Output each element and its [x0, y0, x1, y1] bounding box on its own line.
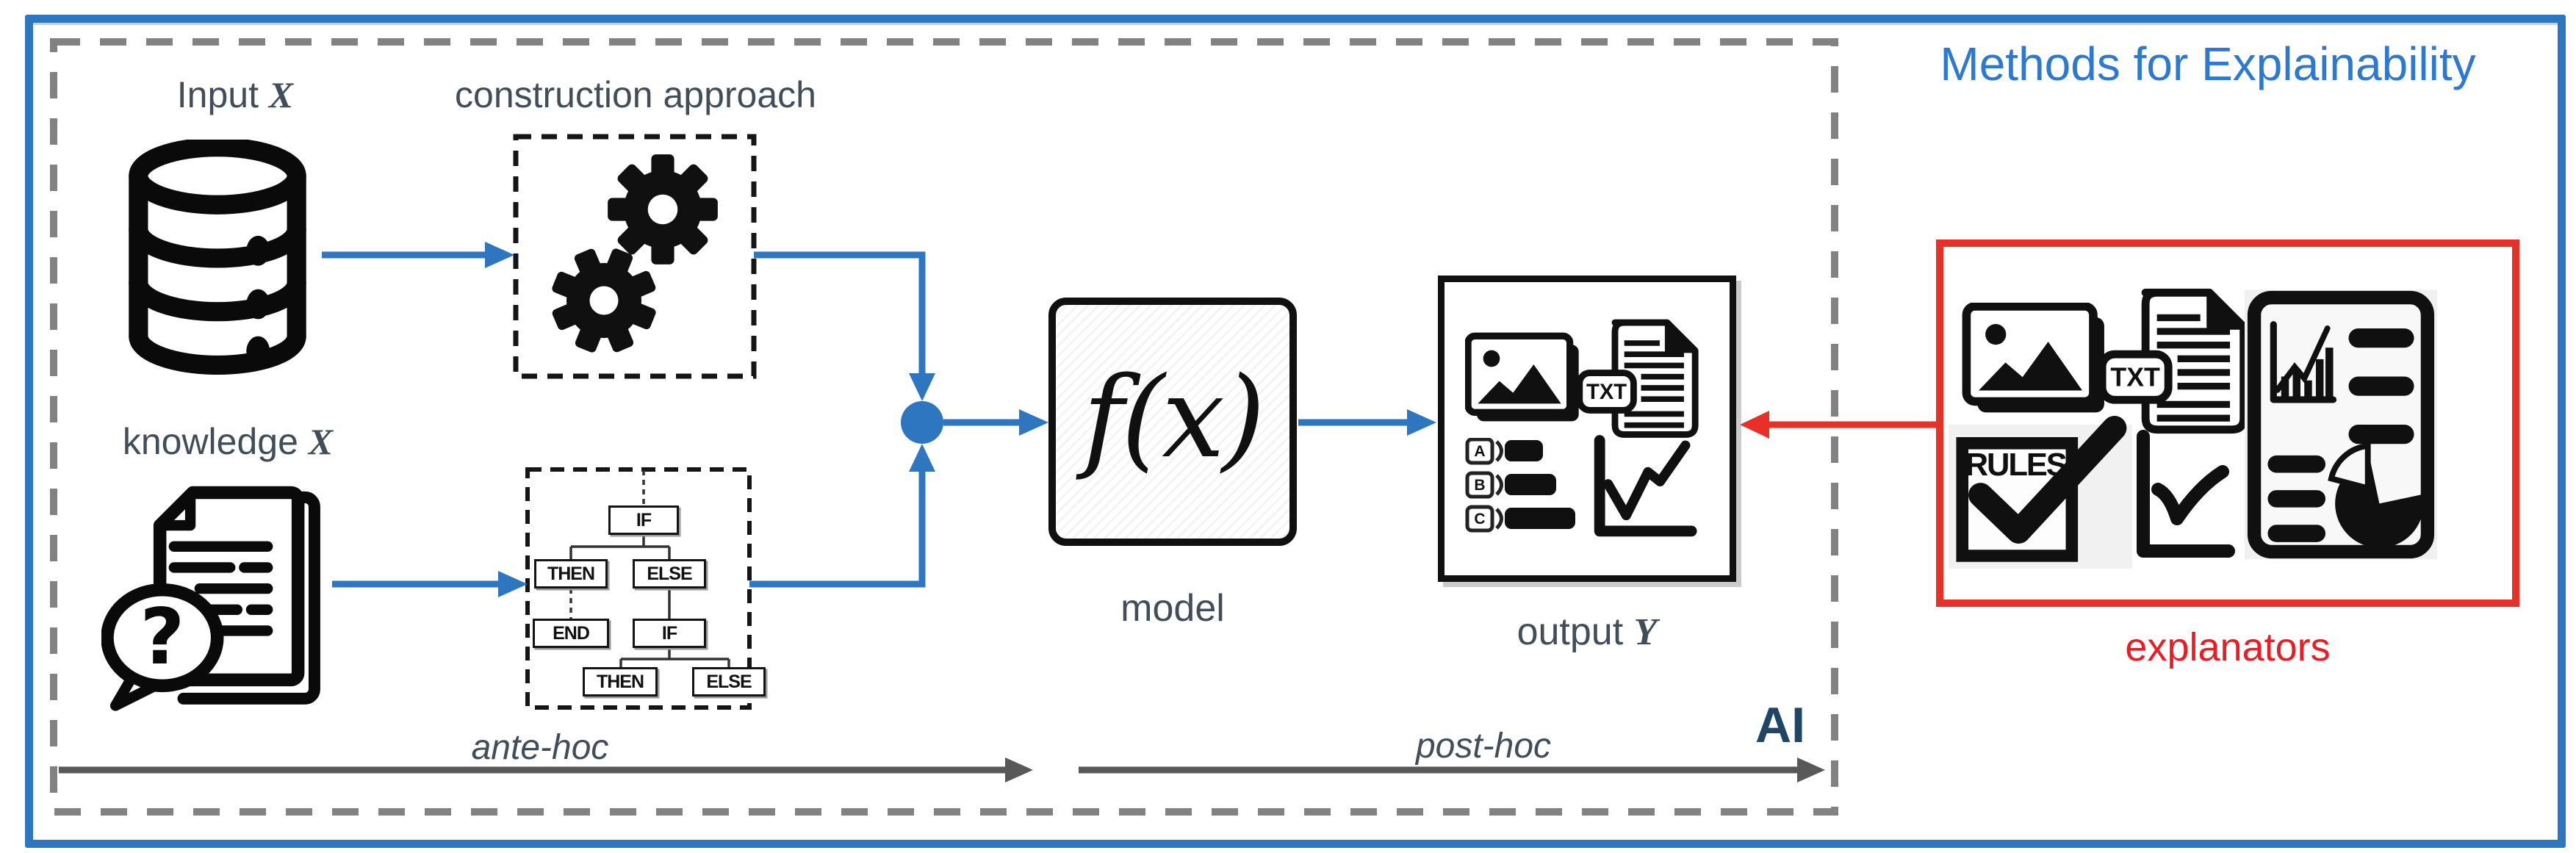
page-title: Methods for Explainability: [1940, 37, 2476, 90]
construction-label: construction approach: [455, 74, 816, 115]
tree-node-else-1: ELSE: [633, 559, 706, 589]
check-line-chart-icon: [2137, 430, 2235, 558]
line-chart-icon: [1594, 435, 1697, 537]
explanators-label: explanators: [2125, 625, 2331, 669]
outer-blue-border: [25, 15, 2566, 848]
tree-node-if-2: IF: [633, 619, 706, 648]
svg-text:A: A: [1474, 443, 1485, 460]
model-label: model: [1120, 587, 1225, 630]
output-label: output Y: [1517, 611, 1658, 653]
document-question-icon: ?: [101, 486, 320, 711]
line-tree-to-junction: [749, 472, 926, 588]
txt-badge: TXT: [1586, 381, 1627, 404]
report-charts-icon: [2245, 289, 2437, 560]
gear-bottom: [552, 248, 656, 353]
gears-icon: [552, 154, 718, 353]
ante-hoc-label: ante-hoc: [471, 728, 609, 767]
red-explanation-arrow: [1740, 411, 1936, 439]
explanator-txt-document-icon: TXT: [2100, 288, 2248, 434]
rules-check-icon: RULES: [1956, 416, 2127, 562]
ai-label: AI: [1755, 697, 1805, 753]
knowledge-label: knowledge X: [122, 421, 334, 462]
line-construction-to-junction: [754, 251, 926, 373]
tree-connectors: [569, 470, 730, 667]
model-formula: f(x): [1082, 352, 1266, 483]
post-hoc-label: post-hoc: [1415, 727, 1552, 766]
tree-dashed-box: [525, 467, 752, 710]
tree-node-then-2: THEN: [583, 667, 658, 697]
svg-text:B: B: [1474, 477, 1485, 494]
database-icon: [129, 140, 306, 375]
question-mark-glyph: ?: [140, 591, 184, 682]
junction-dot: [901, 401, 943, 444]
explanators-box: [1936, 240, 2519, 607]
ai-dashed-box: [50, 38, 1838, 816]
gear-top: [608, 154, 718, 264]
construction-dashed-box: [513, 134, 757, 379]
svg-text:C: C: [1474, 511, 1485, 528]
blue-flow-arrows: [322, 242, 1436, 597]
tree-node-else-2: ELSE: [692, 667, 766, 697]
tree-node-then-1: THEN: [534, 559, 608, 589]
txt-badge: TXT: [2110, 363, 2160, 392]
input-label: Input X: [176, 74, 294, 115]
tree-node-if-1: IF: [608, 505, 679, 535]
explanator-picture-icon: [1962, 303, 2104, 413]
classification-bars-icon: A B C: [1465, 438, 1575, 533]
model-box: f(x): [1048, 298, 1297, 546]
txt-document-icon: TXT: [1577, 319, 1699, 438]
phase-arrows: [59, 757, 1825, 782]
tree-node-end: END: [533, 619, 609, 648]
rules-badge: RULES: [1965, 447, 2067, 483]
picture-icon: [1465, 332, 1579, 422]
output-box: TXT A B C: [1438, 276, 1736, 582]
